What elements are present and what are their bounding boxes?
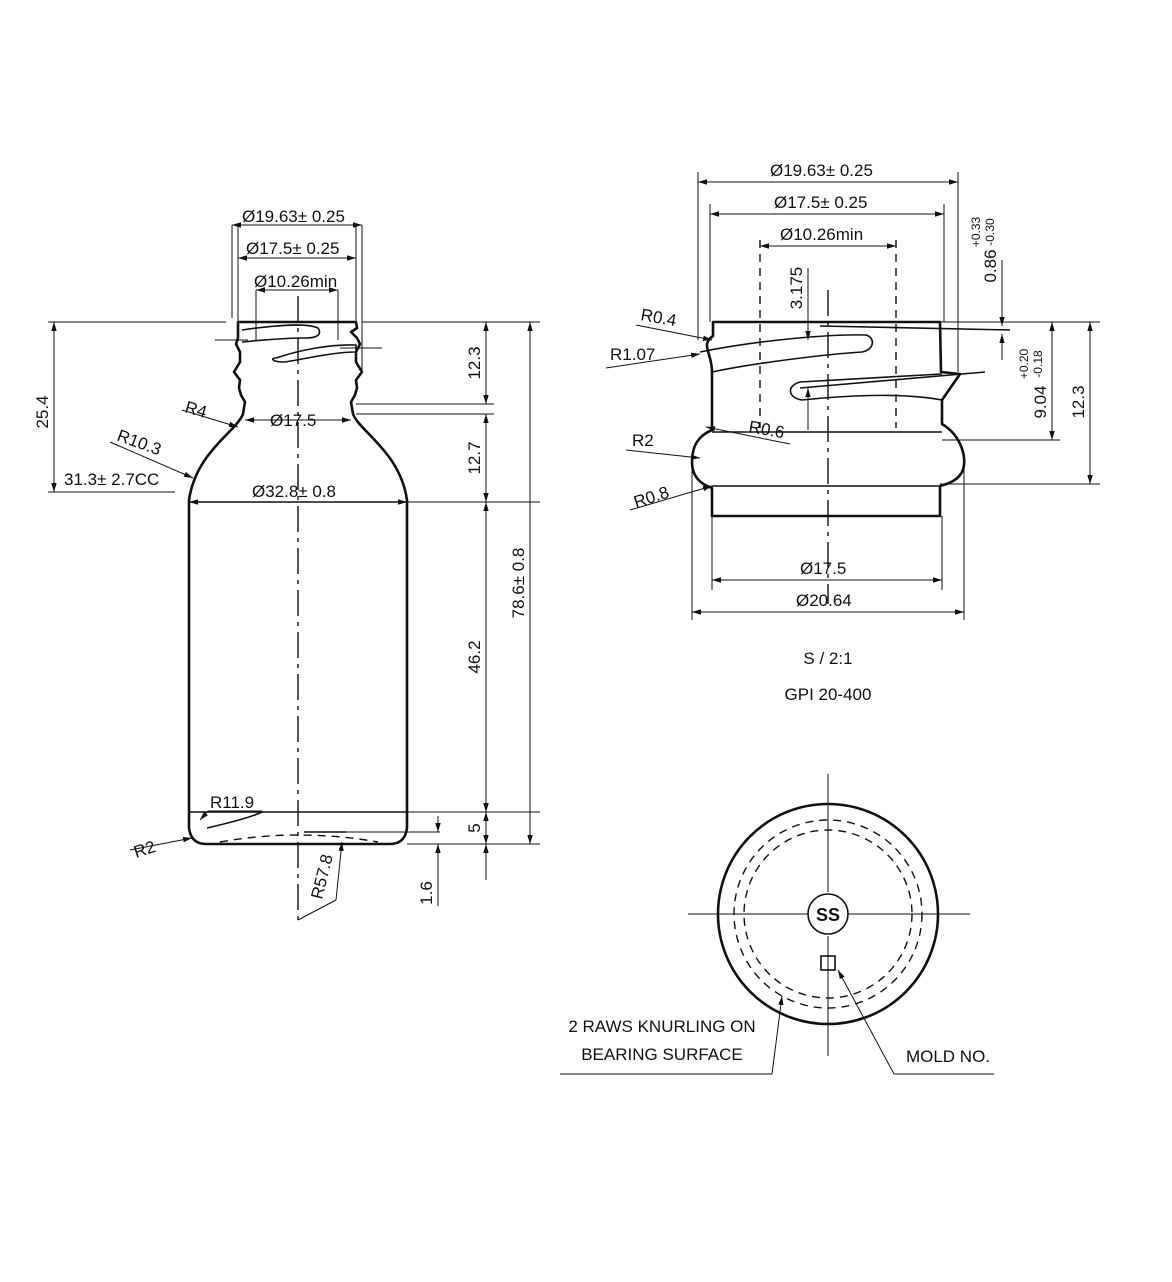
bottle-r2: R2 <box>131 837 158 862</box>
bottle-r4: R4 <box>183 398 209 422</box>
finish-dia-17-5: Ø17.5 <box>800 559 846 578</box>
bottle-dia-finish-t: Ø19.63± 0.25 <box>242 207 345 226</box>
bottle-h-1-6: 1.6 <box>417 881 436 905</box>
base-knurl-line1: 2 RAWS KNURLING ON <box>568 1017 755 1036</box>
finish-h-9-04-plus: +0.20 <box>1017 348 1031 379</box>
bottle-r57-8: R57.8 <box>307 852 336 901</box>
base-mold-no: MOLD NO. <box>906 1047 990 1066</box>
bottle-h-5: 5 <box>465 823 484 832</box>
bottle-h-46-2: 46.2 <box>465 640 484 673</box>
mold-number-box <box>820 955 836 971</box>
bottle-capacity: 31.3± 2.7CC <box>64 470 159 489</box>
finish-r1-07: R1.07 <box>610 345 655 364</box>
finish-thread-h: 0.86 <box>981 249 1000 282</box>
finish-h-9-04-minus: -0.18 <box>1031 350 1045 378</box>
bottle-dia-finish-i: Ø10.26min <box>254 272 337 291</box>
finish-dia-e: Ø17.5± 0.25 <box>774 193 867 212</box>
bottle-h-12-7: 12.7 <box>465 441 484 474</box>
finish-thread-h-plus: +0.33 <box>969 216 983 247</box>
base-logo-circle <box>807 893 849 935</box>
finish-r2: R2 <box>632 431 654 450</box>
finish-detail-view: Ø19.63± 0.25 Ø17.5± 0.25 Ø10.26min 3.175… <box>605 161 1100 704</box>
finish-h-9-04: 9.04 <box>1031 385 1050 418</box>
finish-r0-8: R0.8 <box>631 483 671 512</box>
base-logo: SS <box>816 905 840 925</box>
bottle-dia-finish-e: Ø17.5± 0.25 <box>246 239 339 258</box>
bottle-dia-neck: Ø17.5 <box>270 411 316 430</box>
bottle-dia-body: Ø32.8± 0.8 <box>252 482 336 501</box>
base-bottom-view: SS 2 RAWS KNURLING ON BEARING SURFACE MO… <box>560 774 994 1075</box>
bottle-side-view: Ø19.63± 0.25 Ø17.5± 0.25 Ø10.26min Ø17.5… <box>33 207 540 921</box>
finish-dia-i: Ø10.26min <box>780 225 863 244</box>
finish-name: GPI 20-400 <box>785 685 872 704</box>
bottle-h-total: 78.6± 0.8 <box>509 548 528 619</box>
finish-pitch: 3.175 <box>787 267 806 310</box>
finish-dia-20-64: Ø20.64 <box>796 591 852 610</box>
finish-scale: S / 2:1 <box>803 649 852 668</box>
finish-dia-t: Ø19.63± 0.25 <box>770 161 873 180</box>
finish-thread-h-minus: -0.30 <box>983 218 997 246</box>
bottle-h-12-3: 12.3 <box>465 346 484 379</box>
finish-outline <box>690 320 1011 518</box>
finish-h-12-3: 12.3 <box>1069 385 1088 418</box>
bottle-thread <box>215 324 382 363</box>
finish-r0-6: R0.6 <box>747 417 786 442</box>
bottle-r11-9: R11.9 <box>210 793 254 812</box>
base-knurl-line2: BEARING SURFACE <box>581 1045 743 1064</box>
bottle-h-25-4: 25.4 <box>33 395 52 428</box>
